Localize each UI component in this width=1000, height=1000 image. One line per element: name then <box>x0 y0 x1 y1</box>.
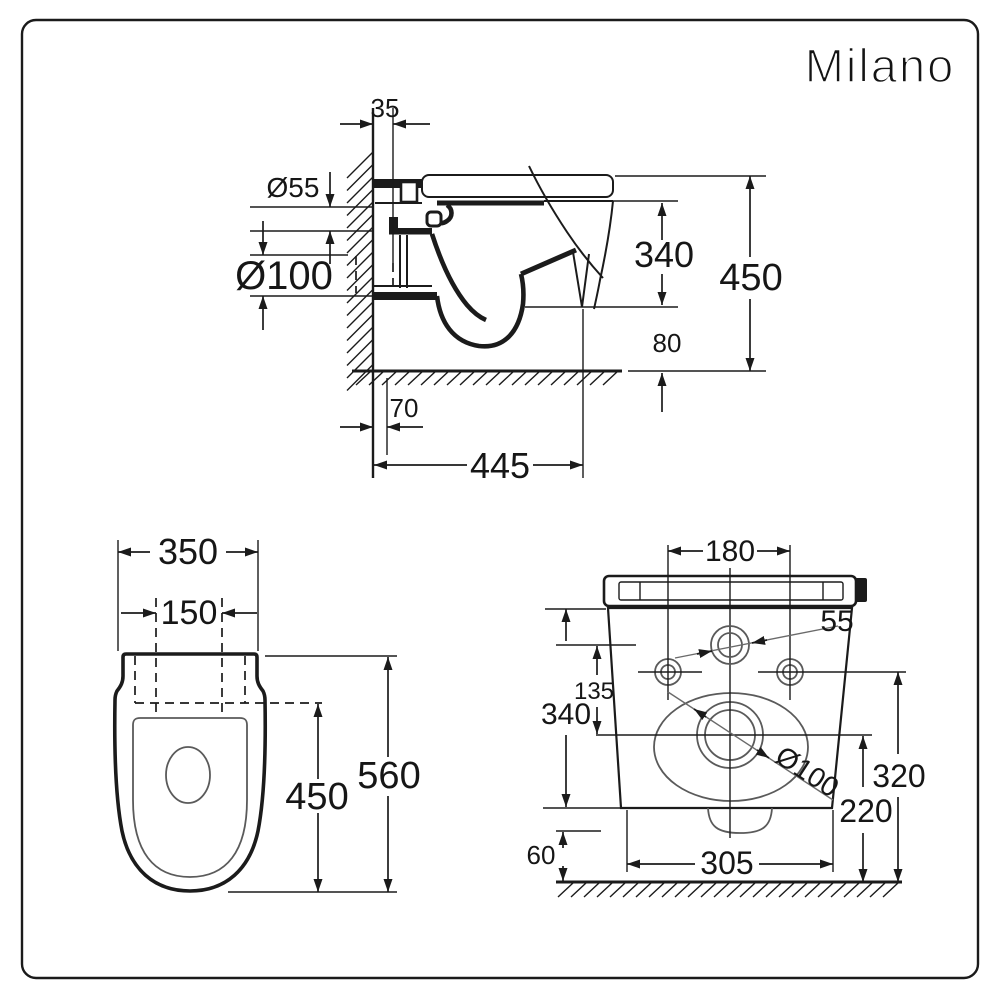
dim-rear-fixing-height: 320 <box>872 758 925 794</box>
seat-plan-outline <box>132 717 248 878</box>
dim-side-outlet-diameter: Ø100 <box>235 254 333 298</box>
dim-rear-fixing-centres: 180 <box>705 535 755 568</box>
plan-view: 350 150 450 560 <box>112 531 421 893</box>
toilet-side-profile <box>355 165 614 349</box>
plan-dimensions: 350 150 450 560 <box>117 531 421 893</box>
seat-side <box>421 174 614 198</box>
fixing-block <box>399 180 419 204</box>
inlet-elbow <box>389 228 432 235</box>
floor-section-side <box>352 369 766 386</box>
dim-side-inlet-diameter: Ø55 <box>267 172 320 203</box>
trap-curve <box>434 273 526 349</box>
mounting-bar <box>373 179 422 188</box>
dim-rear-body-width: 305 <box>700 845 753 881</box>
dim-side-rim-to-underside: 340 <box>634 234 694 275</box>
wall-hatch <box>346 151 374 391</box>
floor-section-rear <box>556 880 902 898</box>
dim-side-wall-offset: 35 <box>371 93 400 123</box>
seat-hinge <box>425 210 443 228</box>
dim-rear-inlet-diameter: 55 <box>820 605 853 638</box>
floor-hatch-side <box>355 370 619 386</box>
dim-plan-rim-length: 450 <box>285 776 348 818</box>
dim-side-underside-clearance: 80 <box>653 328 682 358</box>
seat-damper-button <box>855 578 867 602</box>
floor-hatch-rear <box>557 882 899 898</box>
flush-hole <box>165 746 211 804</box>
lid-curve <box>528 165 604 279</box>
inlet-hole-outer <box>710 625 750 665</box>
dim-side-projection: 445 <box>470 445 530 486</box>
plan-outline <box>112 652 268 893</box>
rear-view: 180 55 135 340 Ø100 320 220 <box>527 535 926 898</box>
outlet-pipe <box>373 292 437 300</box>
dim-rear-inlet-to-outlet: 135 <box>574 678 614 705</box>
side-dimensions: 35 Ø55 Ø100 340 450 80 70 <box>235 93 783 486</box>
dim-plan-overall-depth: 560 <box>357 755 420 797</box>
dim-rear-outlet-height: 220 <box>839 793 892 829</box>
dim-rear-body-height: 340 <box>541 698 591 731</box>
brand-logo: Milano <box>805 39 955 92</box>
bowl-back-outline <box>653 692 809 802</box>
dim-side-outlet-offset: 70 <box>390 393 419 423</box>
dim-plan-fixing-centres: 150 <box>161 594 218 632</box>
rear-profile <box>593 200 614 310</box>
dim-side-floor-to-rim: 450 <box>719 257 782 299</box>
dim-plan-overall-width: 350 <box>158 531 218 572</box>
bowl-front-wall <box>429 233 487 323</box>
side-view: 35 Ø55 Ø100 340 450 80 70 <box>235 93 783 486</box>
dim-rear-trap-clearance: 60 <box>527 840 556 870</box>
trap-bulge <box>707 807 773 834</box>
